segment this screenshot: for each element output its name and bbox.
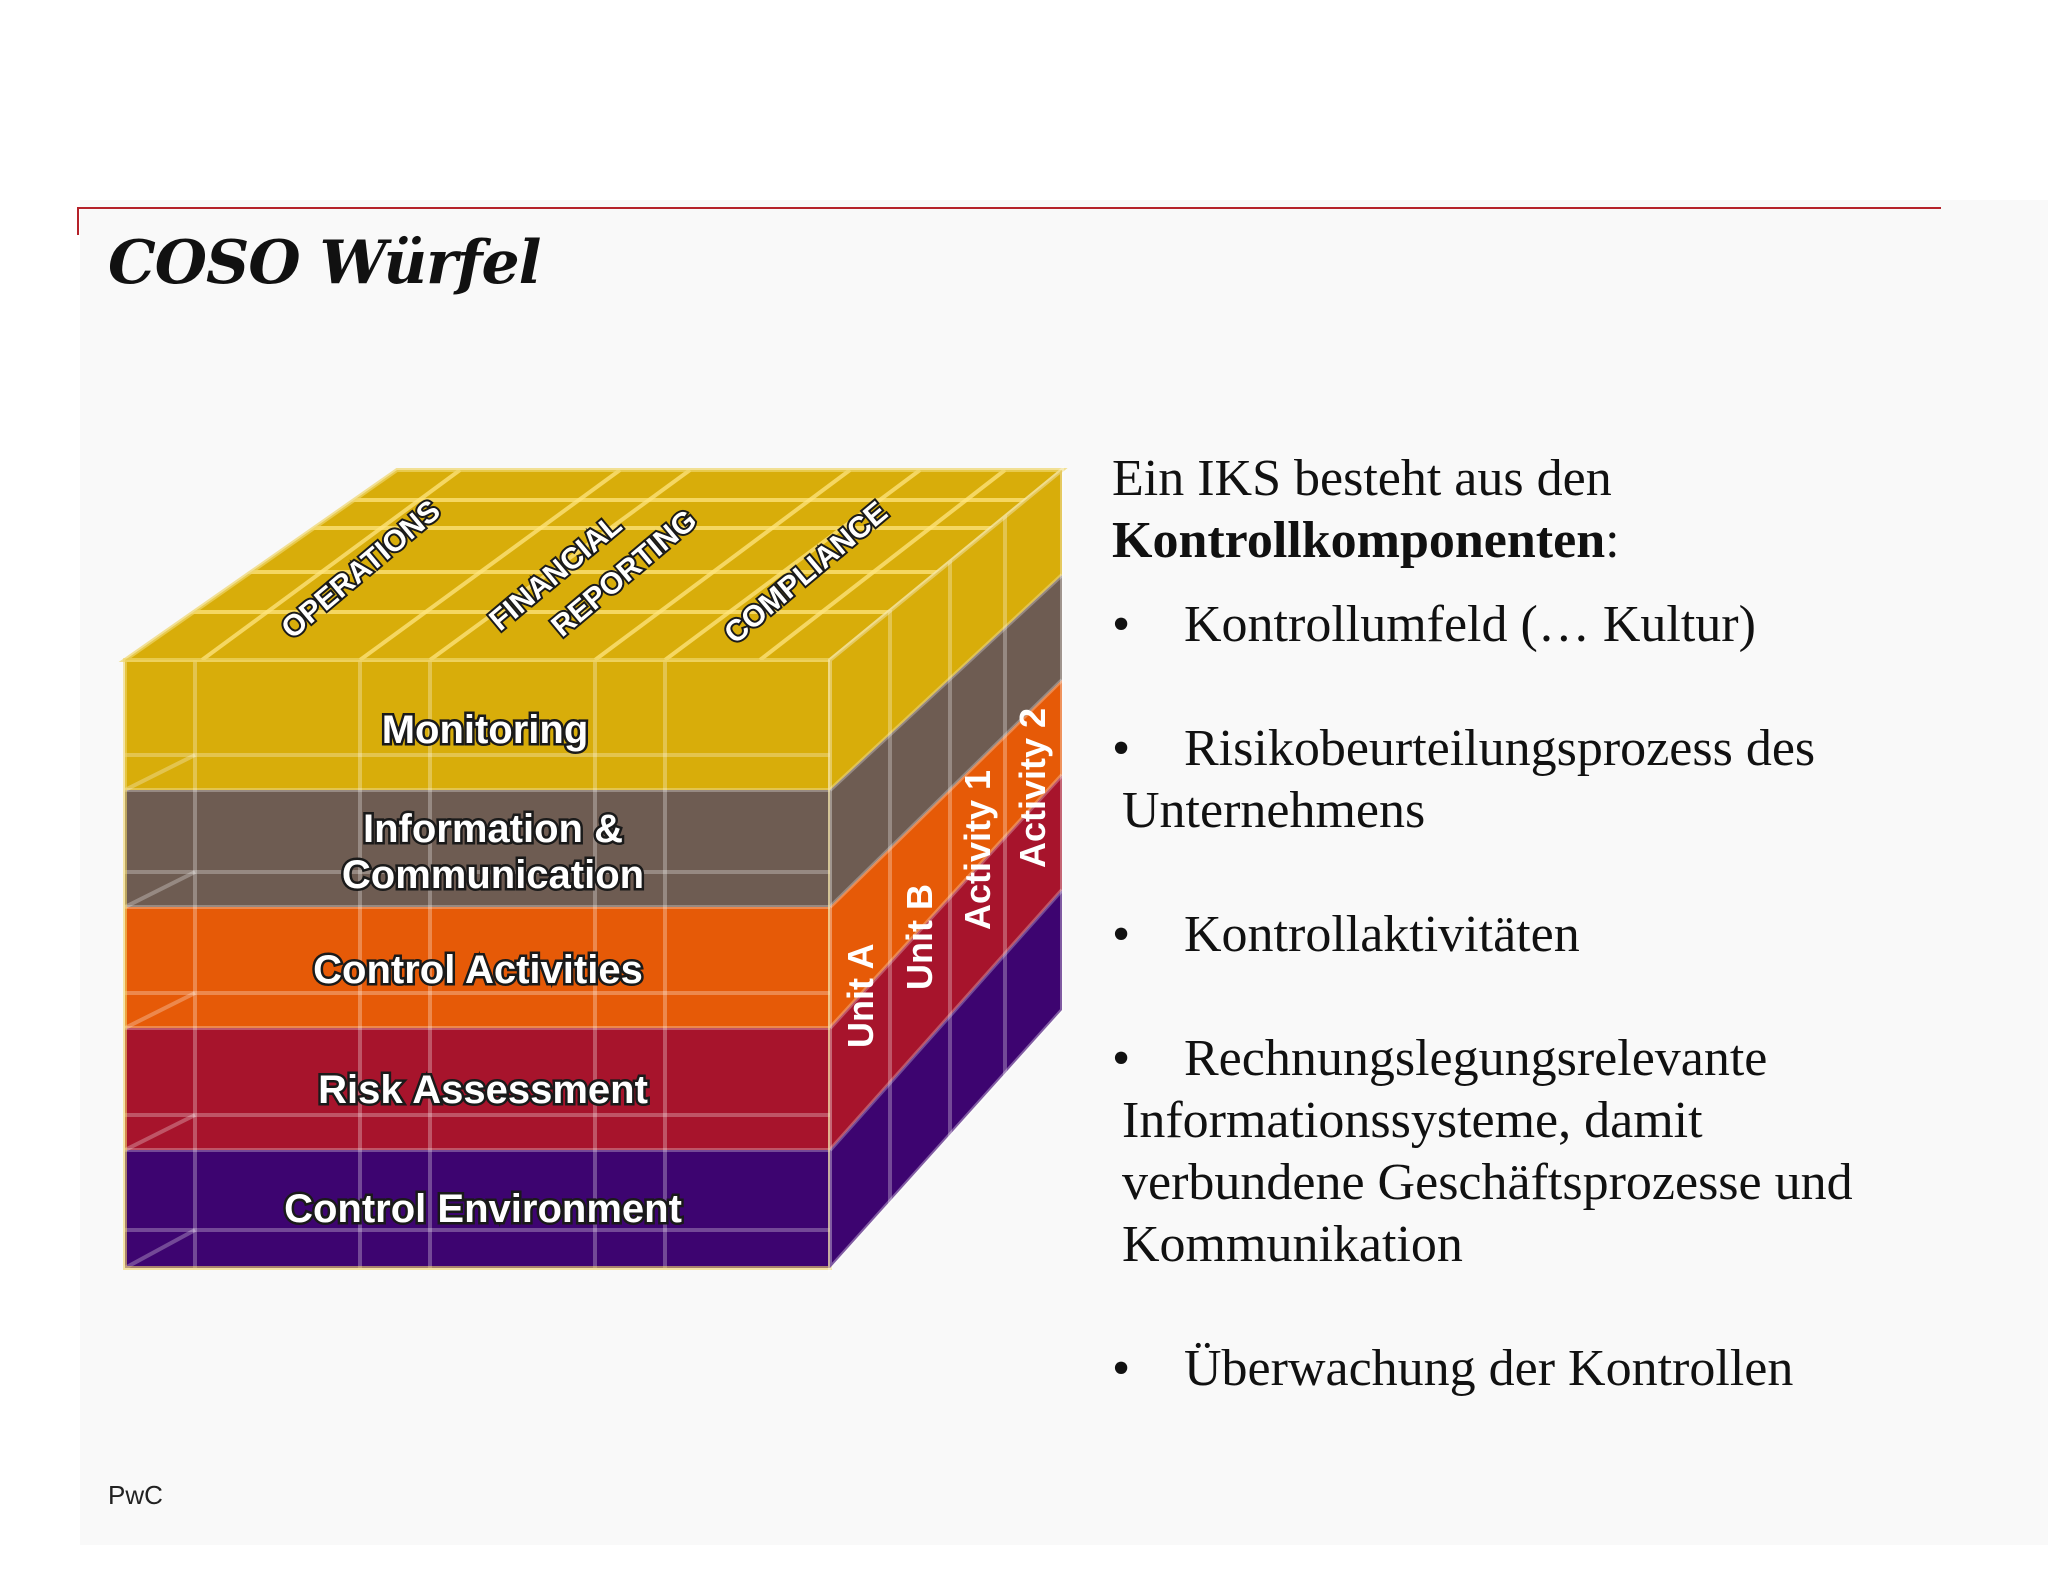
bullet-icon: • <box>1112 1340 1131 1397</box>
bullet-text-cont: verbundene Geschäftsprozesse und <box>1122 1154 1853 1211</box>
slide-left-margin <box>0 0 80 1582</box>
side-label-unit-b: Unit B <box>899 884 940 990</box>
layer-information-communication <box>125 790 830 907</box>
slide-title: COSO Würfel <box>108 228 541 298</box>
front-face <box>123 658 832 1270</box>
title-rule-tick <box>77 207 79 235</box>
content-text: Ein IKS besteht aus den Kontrollkomponen… <box>1112 448 1942 1462</box>
title-rule <box>77 207 1941 209</box>
bullet-item: • Rechnungslegungsrelevante Informations… <box>1112 1028 1942 1276</box>
bullet-text: Kontrollumfeld (… Kultur) <box>1184 596 1756 653</box>
layer-risk-assessment <box>125 1028 830 1150</box>
bullet-item: • Überwachung der Kontrollen <box>1112 1338 1942 1400</box>
bullet-item: • Kontrollaktivitäten <box>1112 904 1942 966</box>
intro-colon: : <box>1605 512 1620 569</box>
side-label-unit-a: Unit A <box>840 943 881 1048</box>
intro-bold: Kontrollkomponenten <box>1112 512 1606 569</box>
intro-line: Ein IKS besteht aus den <box>1112 450 1612 507</box>
label-control-environment: Control Environment <box>284 1187 682 1231</box>
slide-top-margin <box>0 0 2048 200</box>
layer-control-environment <box>125 1150 830 1268</box>
bullet-text: Überwachung der Kontrollen <box>1184 1340 1794 1397</box>
side-label-activity-1: Activity 1 <box>957 770 998 930</box>
intro: Ein IKS besteht aus den Kontrollkomponen… <box>1112 448 1942 572</box>
side-face <box>828 465 1064 1274</box>
bullet-item: • Kontrollumfeld (… Kultur) <box>1112 594 1942 656</box>
label-control-activities: Control Activities <box>313 948 643 992</box>
bullet-text-cont: Unternehmens <box>1122 782 1426 839</box>
bullet-text: Kontrollaktivitäten <box>1184 906 1580 963</box>
intro-line-2: Kontrollkomponenten: <box>1112 510 1942 572</box>
label-monitoring: Monitoring <box>382 708 589 752</box>
layer-control-activities <box>125 907 830 1028</box>
label-risk-assessment: Risk Assessment <box>318 1068 648 1112</box>
bullet-text-cont: Kommunikation <box>1122 1216 1463 1273</box>
footer-brand: PwC <box>108 1480 163 1510</box>
label-information: Information & <box>363 807 623 851</box>
side-label-activity-2: Activity 2 <box>1012 708 1053 868</box>
bullet-item: • Risikobeurteilungsprozess des Unterneh… <box>1112 718 1942 842</box>
bullet-text: Risikobeurteilungsprozess des <box>1184 720 1816 777</box>
bullet-text: Rechnungslegungsrelevante <box>1184 1030 1768 1087</box>
bullet-list: • Kontrollumfeld (… Kultur) • Risikobeur… <box>1112 594 1942 1400</box>
bullet-icon: • <box>1112 596 1131 653</box>
bullet-icon: • <box>1112 906 1131 963</box>
slide-bottom-margin <box>0 1545 2048 1582</box>
layer-monitoring <box>125 660 830 790</box>
label-communication: Communication <box>342 853 644 897</box>
bullet-icon: • <box>1112 720 1131 777</box>
bullet-icon: • <box>1112 1030 1131 1087</box>
bullet-text-cont: Informationssysteme, damit <box>1122 1092 1703 1149</box>
